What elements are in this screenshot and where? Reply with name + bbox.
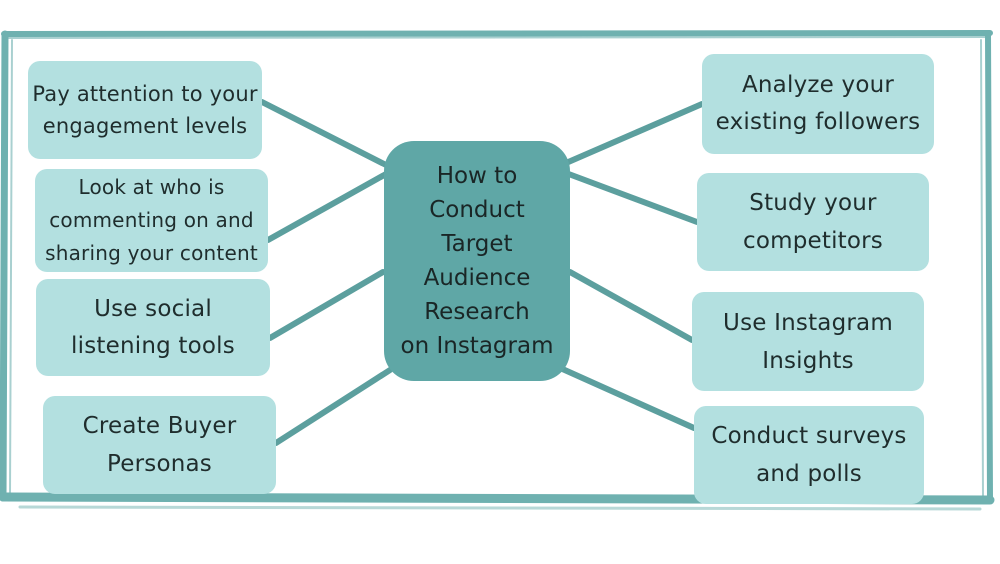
node-social-listening: Use social listening tools <box>36 279 270 376</box>
connector-right-3 <box>567 269 695 343</box>
connector-left-4 <box>273 367 393 446</box>
node-analyze-followers: Analyze your existing followers <box>702 54 934 154</box>
connector-right-2 <box>563 170 700 225</box>
node-buyer-personas: Create Buyer Personas <box>43 396 276 494</box>
connector-right-1 <box>563 101 705 166</box>
connector-left-2 <box>265 171 389 243</box>
node-who-is-commenting: Look at who is commenting on and sharing… <box>35 169 268 272</box>
node-study-competitors: Study your competitors <box>697 173 929 271</box>
node-instagram-insights: Use Instagram Insights <box>692 292 924 391</box>
connector-left-1 <box>259 99 391 169</box>
center-topic: How to Conduct Target Audience Research … <box>384 141 570 381</box>
connectors <box>259 99 705 446</box>
node-engagement-levels: Pay attention to your engagement levels <box>28 61 262 159</box>
connector-left-3 <box>267 269 386 341</box>
node-surveys-polls: Conduct surveys and polls <box>694 406 924 504</box>
connector-right-4 <box>555 364 697 431</box>
